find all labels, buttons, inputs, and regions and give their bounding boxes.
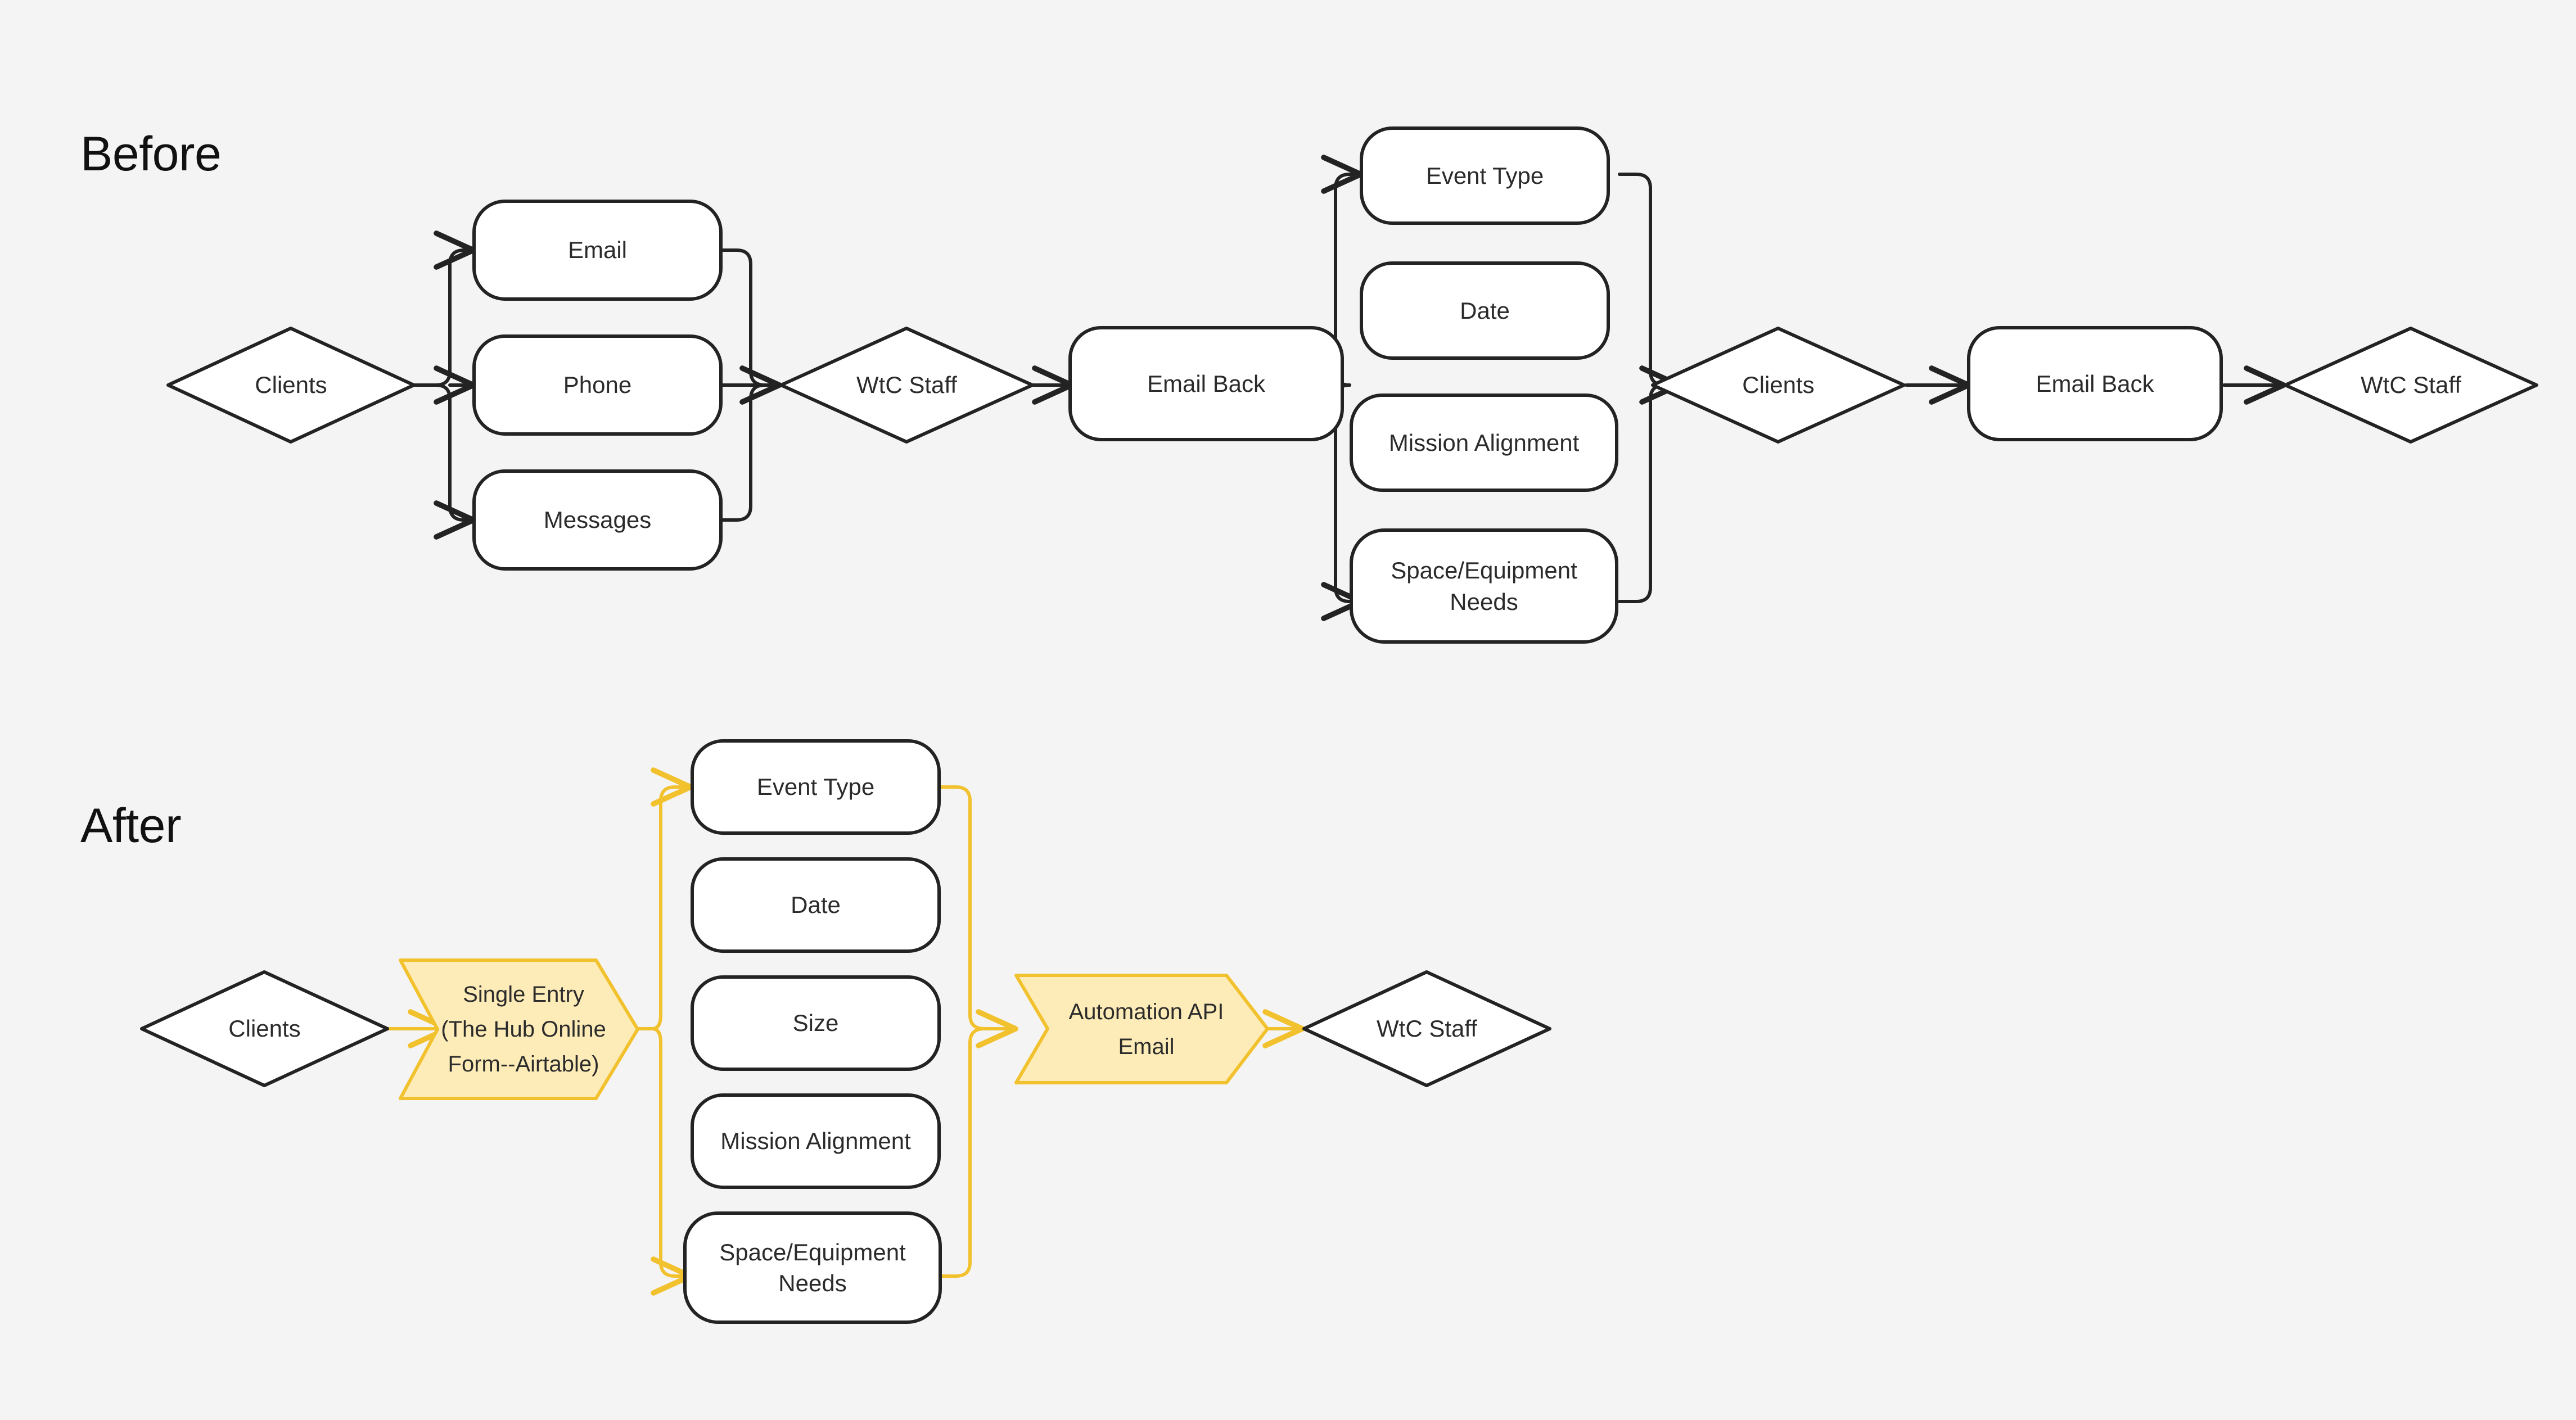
chevron-line-3: Form--Airtable) [448,1052,599,1077]
diamond-label: Clients [228,1015,301,1042]
diamond-shape [779,327,1034,444]
diamond-label: WtC Staff [2361,372,2461,398]
diamond-shape [2284,327,2538,444]
node-label: Date [791,892,841,919]
diamond-clients-before-2[interactable]: Clients [1650,326,1906,444]
node-label: Mission Alignment [720,1128,911,1155]
section-title-after: After [80,799,182,853]
node-label: Email Back [2036,370,2154,397]
node-label: Date [1460,297,1510,324]
diamond-wtc-staff-after[interactable]: WtC Staff [1302,970,1552,1088]
node-field-size[interactable]: Size [691,975,941,1071]
section-title-before: Before [80,127,222,181]
node-label: Size [792,1010,839,1037]
diamond-label: WtC Staff [856,372,957,398]
diamond-wtc-staff-before-1[interactable]: WtC Staff [779,326,1035,444]
node-email-back-2[interactable]: Email Back [1967,326,2223,441]
diamond-shape [1302,970,1551,1087]
node-field-date[interactable]: Date [691,857,941,953]
diamond-label: WtC Staff [1377,1015,1477,1042]
node-channel-messages[interactable]: Messages [472,469,723,571]
diamond-label: Clients [255,372,327,398]
diamond-shape [1651,327,1906,444]
node-label: Mission Alignment [1388,429,1580,456]
node-channel-phone[interactable]: Phone [472,334,723,436]
node-question-mission-alignment[interactable]: Mission Alignment [1350,394,1618,492]
diamond-clients-after[interactable]: Clients [139,970,390,1088]
chevron-automation-api-email[interactable]: Automation API Email [1009,971,1271,1087]
chevron-line-1: Automation API [1068,999,1224,1024]
node-label: Space/Equipment Needs [1391,557,1577,615]
chevron-shape [1014,974,1269,1084]
node-email-back-1[interactable]: Email Back [1068,326,1344,441]
node-field-event-type[interactable]: Event Type [691,739,941,835]
diamond-label: Clients [1742,372,1815,398]
diamond-clients-before[interactable]: Clients [166,326,416,444]
chevron-shape [399,958,639,1100]
node-question-space-equipment-needs[interactable]: Space/Equipment Needs [1350,528,1618,644]
chevron-label: Single Entry (The Hub Online Form--Airta… [428,977,606,1082]
chevron-line-2: Email [1118,1034,1175,1059]
diamond-wtc-staff-before-2[interactable]: WtC Staff [2283,326,2539,444]
chevron-label: Automation API Email [1057,994,1224,1064]
node-label: Email Back [1147,370,1266,397]
diamond-shape [166,327,416,444]
node-label: Event Type [756,774,875,801]
node-label: Space/Equipment Needs [719,1238,906,1296]
node-field-space-equipment-needs[interactable]: Space/Equipment Needs [683,1211,942,1324]
chevron-single-entry[interactable]: Single Entry (The Hub Online Form--Airta… [394,956,641,1103]
node-question-date[interactable]: Date [1360,261,1610,360]
node-label: Phone [563,372,632,399]
node-label: Event Type [1425,162,1544,189]
node-label: Messages [543,507,652,533]
chevron-line-1: Single Entry [463,982,584,1007]
node-channel-email[interactable]: Email [472,200,723,301]
diamond-shape [140,970,389,1087]
chevron-line-2: (The Hub Online [441,1017,606,1042]
node-question-event-type[interactable]: Event Type [1360,126,1610,225]
node-label: Email [567,237,628,264]
node-field-mission-alignment[interactable]: Mission Alignment [691,1093,941,1189]
